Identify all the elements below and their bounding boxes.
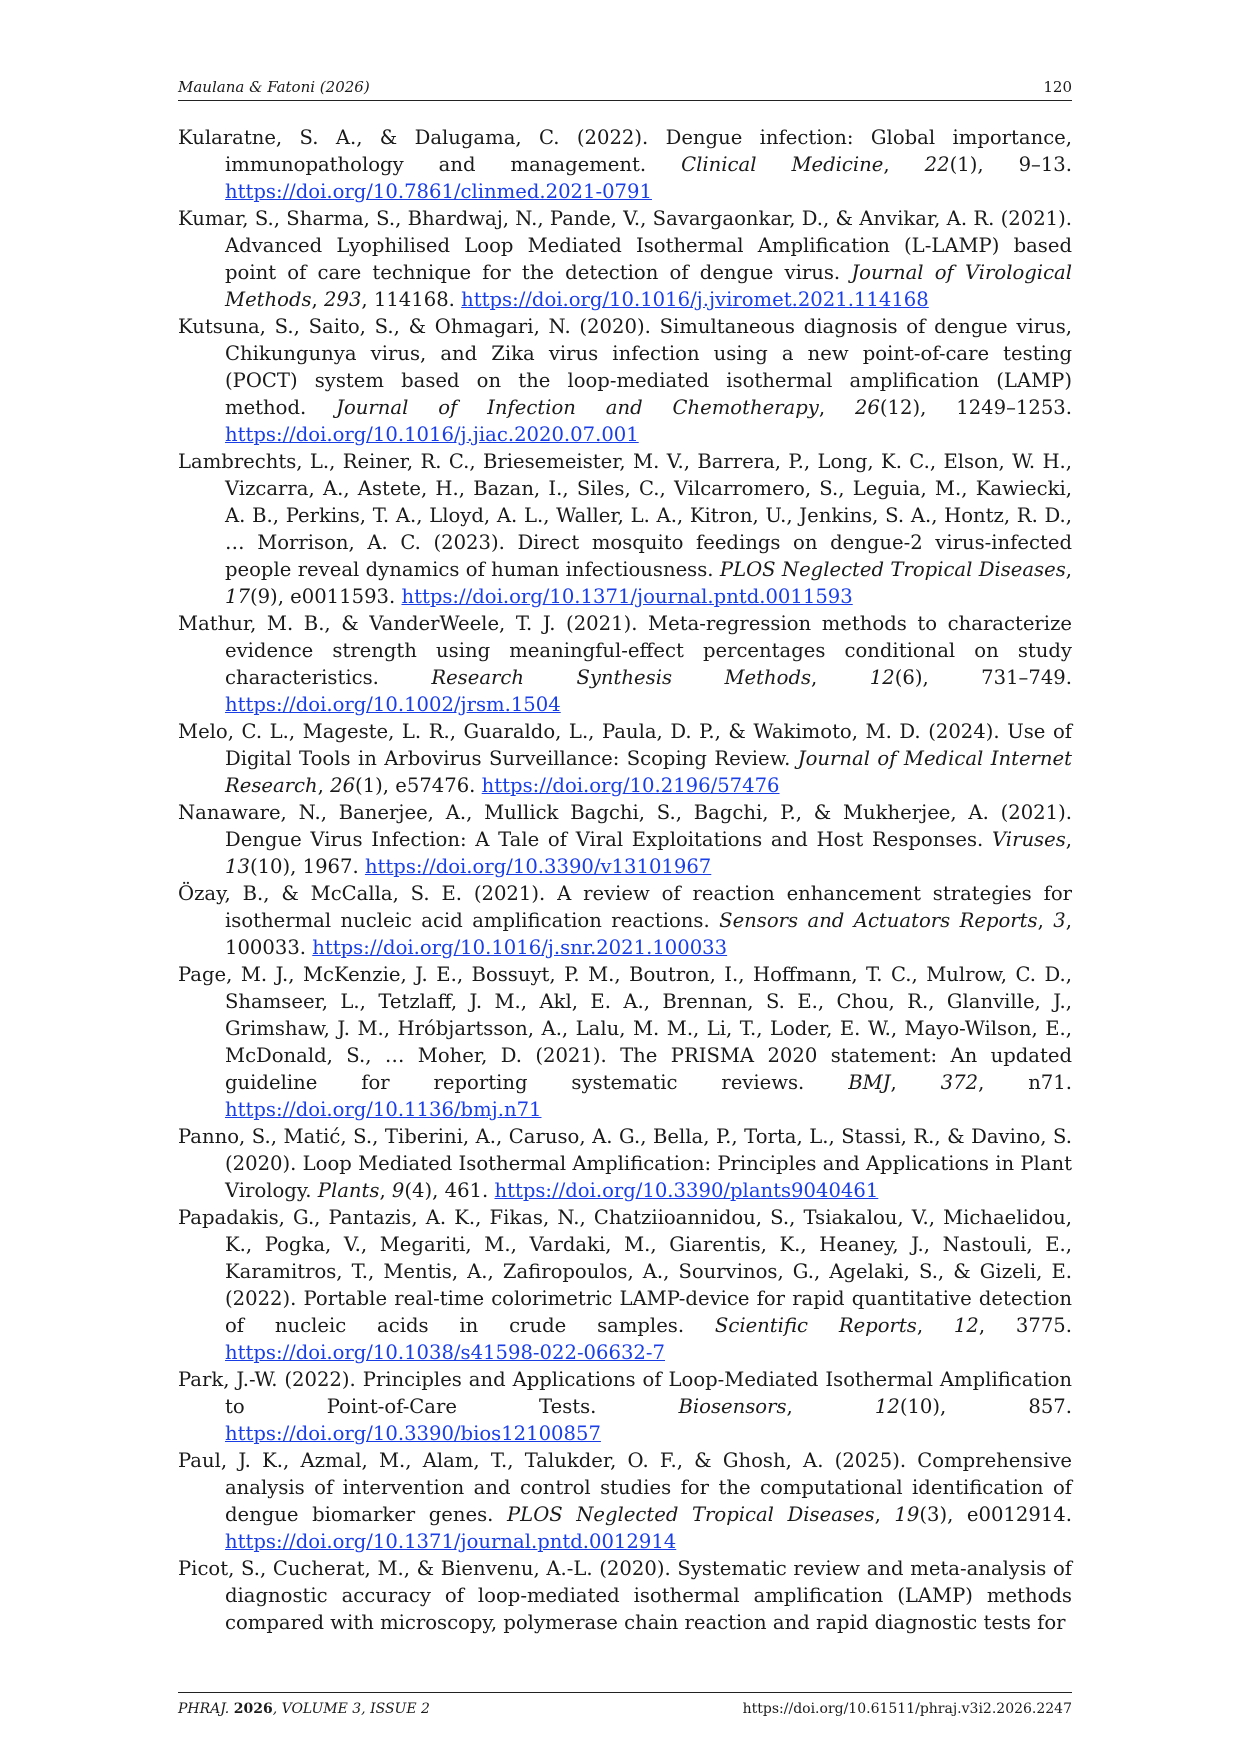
reference-entry: Picot, S., Cucherat, M., & Bienvenu, A.-…: [178, 1555, 1072, 1636]
reference-doi-link[interactable]: https://doi.org/10.7861/clinmed.2021-079…: [225, 180, 652, 203]
reference-journal: Viruses: [992, 828, 1066, 851]
reference-volume: 13: [225, 855, 250, 878]
reference-doi-link[interactable]: https://doi.org/10.1038/s41598-022-06632…: [225, 1341, 665, 1364]
reference-journal: PLOS Neglected Tropical Diseases: [507, 1503, 875, 1526]
reference-doi-link[interactable]: https://doi.org/10.1016/j.jviromet.2021.…: [461, 288, 929, 311]
reference-doi-link[interactable]: https://doi.org/10.1016/j.jiac.2020.07.0…: [225, 423, 639, 446]
reference-entry: Papadakis, G., Pantazis, A. K., Fikas, N…: [178, 1206, 1072, 1364]
reference-entry: Park, J.-W. (2022). Principles and Appli…: [178, 1368, 1072, 1445]
reference-volume: 26: [854, 396, 880, 419]
page-footer: PHRAJ. 2026, VOLUME 3, ISSUE 2 https://d…: [178, 1692, 1072, 1719]
reference-journal: Scientific Reports: [714, 1314, 917, 1337]
reference-doi-link[interactable]: https://doi.org/10.1371/journal.pntd.001…: [401, 585, 853, 608]
reference-entry: Kumar, S., Sharma, S., Bhardwaj, N., Pan…: [178, 207, 1072, 311]
footer-doi: https://doi.org/10.61511/phraj.v3i2.2026…: [742, 1701, 1072, 1717]
footer-year: 2026: [233, 1701, 273, 1717]
reference-volume: 12: [874, 1395, 900, 1418]
reference-doi-link[interactable]: https://doi.org/10.1136/bmj.n71: [225, 1098, 542, 1121]
reference-volume: 12: [869, 666, 895, 689]
reference-journal: Journal of Medical Internet Research: [225, 747, 1072, 797]
reference-list: Kularatne, S. A., & Dalugama, C. (2022).…: [178, 124, 1072, 1636]
reference-doi-link[interactable]: https://doi.org/10.1002/jrsm.1504: [225, 693, 561, 716]
reference-entry: Kularatne, S. A., & Dalugama, C. (2022).…: [178, 126, 1072, 203]
reference-journal: Plants: [317, 1179, 380, 1202]
reference-text: Picot, S., Cucherat, M., & Bienvenu, A.-…: [178, 1557, 1072, 1634]
reference-entry: Kutsuna, S., Saito, S., & Ohmagari, N. (…: [178, 315, 1072, 446]
reference-journal: Clinical Medicine: [681, 153, 884, 176]
reference-text: Kutsuna, S., Saito, S., & Ohmagari, N. (…: [178, 315, 1072, 419]
reference-doi-link[interactable]: https://doi.org/10.3390/plants9040461: [494, 1179, 879, 1202]
reference-doi-link[interactable]: https://doi.org/10.3390/bios12100857: [225, 1422, 601, 1445]
reference-text: Özay, B., & McCalla, S. E. (2021). A rev…: [178, 882, 1072, 932]
reference-journal: Biosensors: [678, 1395, 787, 1418]
reference-text: Kularatne, S. A., & Dalugama, C. (2022).…: [178, 126, 1072, 176]
reference-text: Nanaware, N., Banerjee, A., Mullick Bagc…: [178, 801, 1072, 851]
reference-doi-link[interactable]: https://doi.org/10.1016/j.snr.2021.10003…: [312, 936, 728, 959]
reference-volume: 3: [1053, 909, 1066, 932]
reference-entry: Nanaware, N., Banerjee, A., Mullick Bagc…: [178, 801, 1072, 878]
footer-journal-info: PHRAJ. 2026, VOLUME 3, ISSUE 2: [178, 1701, 430, 1717]
reference-journal: Journal of Virological Methods: [225, 261, 1072, 311]
reference-volume: 17: [225, 585, 250, 608]
reference-doi-link[interactable]: https://doi.org/10.3390/v13101967: [364, 855, 712, 878]
reference-entry: Özay, B., & McCalla, S. E. (2021). A rev…: [178, 882, 1072, 959]
reference-entry: Panno, S., Matić, S., Tiberini, A., Caru…: [178, 1125, 1072, 1202]
running-header-authors: Maulana & Fatoni (2026): [178, 78, 370, 96]
reference-journal: PLOS Neglected Tropical Diseases: [719, 558, 1066, 581]
reference-volume: 22: [924, 153, 950, 176]
reference-volume: 26: [330, 774, 356, 797]
reference-text: Mathur, M. B., & VanderWeele, T. J. (202…: [178, 612, 1072, 689]
reference-volume: 372: [940, 1071, 979, 1094]
reference-text: Page, M. J., McKenzie, J. E., Bossuyt, P…: [178, 963, 1072, 1094]
reference-text: Park, J.-W. (2022). Principles and Appli…: [178, 1368, 1072, 1418]
reference-text: Lambrechts, L., Reiner, R. C., Briesemei…: [178, 450, 1072, 581]
reference-text: Panno, S., Matić, S., Tiberini, A., Caru…: [178, 1125, 1072, 1202]
reference-volume: 12: [953, 1314, 979, 1337]
reference-text: Paul, J. K., Azmal, M., Alam, T., Talukd…: [178, 1449, 1072, 1526]
reference-volume: 9: [391, 1179, 405, 1202]
reference-doi-link[interactable]: https://doi.org/10.2196/57476: [481, 774, 780, 797]
reference-entry: Melo, C. L., Mageste, L. R., Guaraldo, L…: [178, 720, 1072, 797]
reference-journal: Journal of Infection and Chemotherapy: [336, 396, 819, 419]
reference-text: Kumar, S., Sharma, S., Bhardwaj, N., Pan…: [178, 207, 1072, 284]
reference-entry: Lambrechts, L., Reiner, R. C., Briesemei…: [178, 450, 1072, 608]
reference-text: Papadakis, G., Pantazis, A. K., Fikas, N…: [178, 1206, 1072, 1337]
reference-journal: Sensors and Actuators Reports: [719, 909, 1038, 932]
reference-doi-link[interactable]: https://doi.org/10.1371/journal.pntd.001…: [225, 1530, 677, 1553]
reference-text: Melo, C. L., Mageste, L. R., Guaraldo, L…: [178, 720, 1072, 770]
page-number: 120: [1043, 78, 1072, 96]
reference-volume: 293: [324, 288, 362, 311]
reference-entry: Page, M. J., McKenzie, J. E., Bossuyt, P…: [178, 963, 1072, 1121]
reference-journal: Research Synthesis Methods: [431, 666, 812, 689]
reference-entry: Paul, J. K., Azmal, M., Alam, T., Talukd…: [178, 1449, 1072, 1553]
running-header: Maulana & Fatoni (2026) 120: [178, 78, 1072, 101]
reference-journal: BMJ: [848, 1071, 891, 1094]
reference-volume: 19: [894, 1503, 920, 1526]
reference-entry: Mathur, M. B., & VanderWeele, T. J. (202…: [178, 612, 1072, 716]
